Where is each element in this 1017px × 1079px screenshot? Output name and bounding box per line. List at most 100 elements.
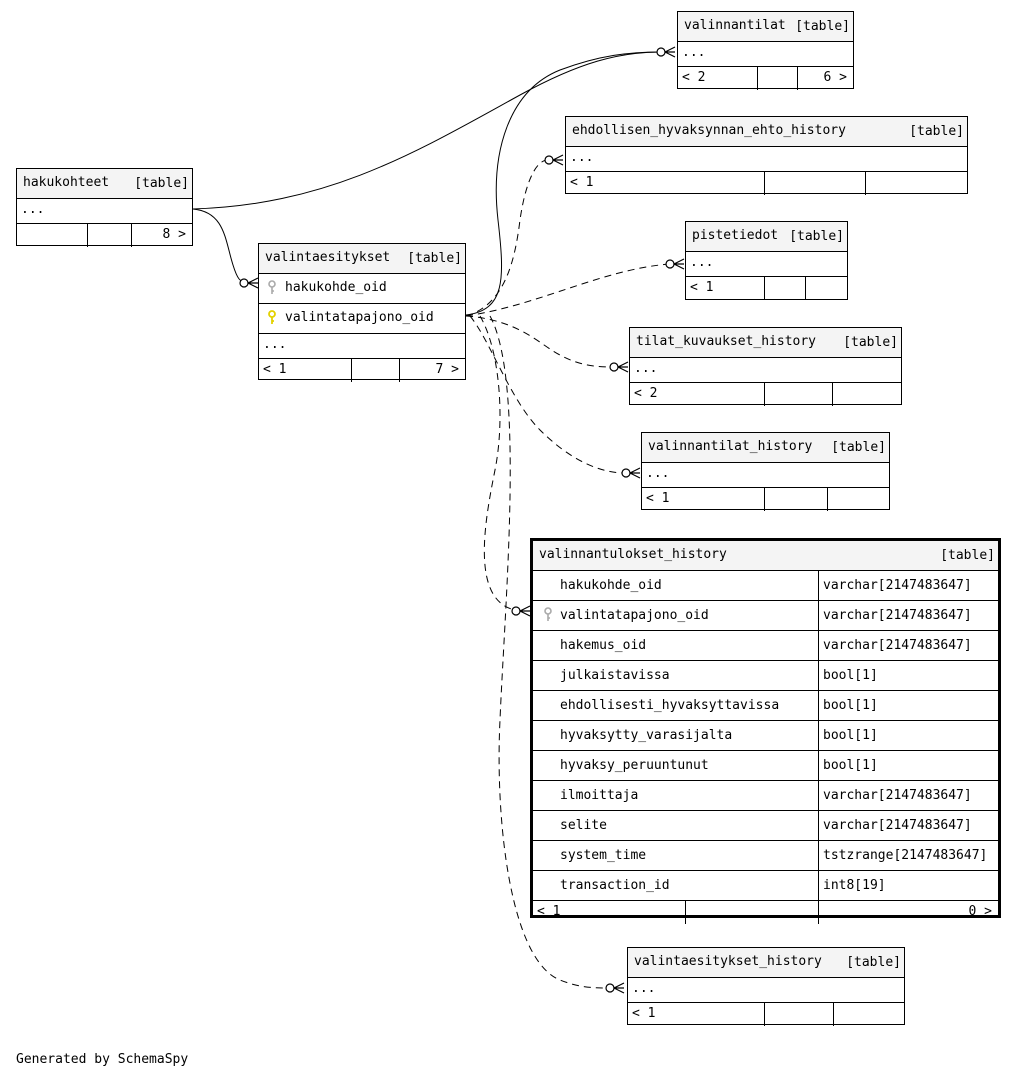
parent-count[interactable]: < 1 [263, 362, 287, 377]
column-name: hakemus_oid [560, 638, 647, 653]
columns-collapsed: ... [630, 358, 901, 383]
table-header: valinnantulokset_history [table] [533, 541, 998, 571]
column-row[interactable]: hakukohde_oid [259, 274, 465, 304]
table-header: hakukohteet [table] [17, 169, 192, 199]
table-hakukohteet[interactable]: hakukohteet [table] ... 8 > [16, 168, 193, 247]
table-header: valintaesitykset [table] [259, 244, 465, 274]
table-footer: < 1 [642, 488, 889, 511]
column-type: tstzrange[2147483647] [823, 848, 988, 863]
column-type: bool[1] [823, 728, 878, 743]
parent-count[interactable]: < 1 [632, 1006, 656, 1021]
table-footer: < 1 7 > [259, 359, 465, 382]
column-name: hakukohde_oid [285, 280, 387, 295]
table-kind: [table] [846, 955, 901, 970]
parent-count[interactable]: < 1 [570, 175, 594, 190]
column-name-cell: selite [533, 811, 819, 840]
table-valinnantilat[interactable]: valinnantilat [table] ... < 2 6 > [677, 11, 854, 90]
table-name: ehdollisen_hyvaksynnan_ehto_history [572, 123, 846, 138]
column-name: hyvaksytty_varasijalta [560, 728, 733, 743]
table-kind: [table] [843, 335, 898, 350]
column-type: int8[19] [823, 878, 886, 893]
column-name: valintatapajono_oid [560, 608, 709, 623]
table-ehdollisen-hyvaksynnan-ehto-history[interactable]: ehdollisen_hyvaksynnan_ehto_history [tab… [565, 116, 968, 195]
table-name: valinnantulokset_history [539, 547, 727, 562]
column-name: hakukohde_oid [560, 578, 662, 593]
table-kind: [table] [795, 19, 850, 34]
table-kind: [table] [940, 548, 995, 563]
table-valinnantulokset-history[interactable]: valinnantulokset_history [table] hakukoh… [530, 538, 1001, 924]
edge-valintaesitykset-valinnantilat [465, 51, 661, 316]
child-count[interactable]: 8 > [162, 227, 186, 242]
column-row[interactable]: valintatapajono_oid varchar[2147483647] [533, 601, 998, 631]
parent-count[interactable]: < 1 [690, 280, 714, 295]
table-name: tilat_kuvaukset_history [636, 334, 817, 349]
parent-count[interactable]: < 1 [537, 904, 561, 919]
table-name: pistetiedot [692, 228, 779, 243]
column-row[interactable]: ehdollisesti_hyvaksyttavissa bool[1] [533, 691, 998, 721]
column-row[interactable]: julkaistavissa bool[1] [533, 661, 998, 691]
edge-hakukohteet-valinnantilat [192, 51, 661, 210]
table-valintaesitykset[interactable]: valintaesitykset [table] hakukohde_oid v… [258, 243, 466, 382]
foreign-key-icon [268, 280, 276, 294]
foreign-key-icon [544, 607, 552, 621]
column-name-cell: hakukohde_oid [533, 571, 819, 600]
table-valintaesitykset-history[interactable]: valintaesitykset_history [table] ... < 1 [627, 947, 905, 1026]
column-row[interactable]: valintatapajono_oid [259, 304, 465, 334]
table-header: valinnantilat_history [table] [642, 433, 889, 463]
column-name: selite [560, 818, 607, 833]
table-header: pistetiedot [table] [686, 222, 847, 252]
table-name: valintaesitykset_history [634, 954, 822, 969]
table-header: valintaesitykset_history [table] [628, 948, 904, 978]
column-name-cell: hyvaksy_peruuntunut [533, 751, 819, 780]
table-name: valinnantilat [684, 18, 786, 33]
table-name: valintaesitykset [265, 250, 391, 265]
table-footer: < 1 [566, 172, 967, 195]
parent-count[interactable]: < 1 [646, 491, 670, 506]
column-row[interactable]: transaction_id int8[19] [533, 871, 998, 901]
column-name-cell: transaction_id [533, 871, 819, 900]
columns-collapsed: ... [259, 334, 465, 359]
column-type: varchar[2147483647] [823, 608, 972, 623]
column-type: bool[1] [823, 698, 878, 713]
edge-valintaesitykset-valinnantilat-history [469, 315, 626, 474]
edge-valintaesitykset-tilat [465, 315, 614, 368]
table-kind: [table] [831, 440, 886, 455]
edge-hakukohteet-valintaesitykset [192, 208, 249, 284]
column-row[interactable]: system_time tstzrange[2147483647] [533, 841, 998, 871]
column-name-cell: hyvaksytty_varasijalta [533, 721, 819, 750]
parent-count[interactable]: < 2 [634, 386, 658, 401]
table-tilat-kuvaukset-history[interactable]: tilat_kuvaukset_history [table] ... < 2 [629, 327, 902, 406]
generated-by-label: Generated by SchemaSpy [16, 1052, 189, 1067]
column-name: hyvaksy_peruuntunut [560, 758, 709, 773]
column-name-cell: system_time [533, 841, 819, 870]
table-footer: < 2 [630, 383, 901, 406]
child-count[interactable]: 6 > [823, 70, 847, 85]
column-name: julkaistavissa [560, 668, 670, 683]
column-type: varchar[2147483647] [823, 578, 972, 593]
table-name: valinnantilat_history [648, 439, 813, 454]
child-count[interactable]: 0 > [968, 904, 992, 919]
column-row[interactable]: hyvaksytty_varasijalta bool[1] [533, 721, 998, 751]
column-row[interactable]: hakukohde_oid varchar[2147483647] [533, 571, 998, 601]
column-type: bool[1] [823, 668, 878, 683]
child-count[interactable]: 7 > [435, 362, 459, 377]
columns-collapsed: ... [678, 42, 853, 67]
column-type: varchar[2147483647] [823, 638, 972, 653]
parent-count[interactable]: < 2 [682, 70, 706, 85]
table-pistetiedot[interactable]: pistetiedot [table] ... < 1 [685, 221, 848, 300]
column-row[interactable]: hakemus_oid varchar[2147483647] [533, 631, 998, 661]
columns-collapsed: ... [628, 978, 904, 1003]
column-name: transaction_id [560, 878, 670, 893]
table-name: hakukohteet [23, 175, 110, 190]
column-name-cell: ehdollisesti_hyvaksyttavissa [533, 691, 819, 720]
table-footer: 8 > [17, 224, 192, 247]
column-name: ilmoittaja [560, 788, 639, 803]
columns-collapsed: ... [17, 199, 192, 224]
table-valinnantilat-history[interactable]: valinnantilat_history [table] ... < 1 [641, 432, 890, 511]
column-name-cell: ilmoittaja [533, 781, 819, 810]
table-footer: < 1 [628, 1003, 904, 1026]
